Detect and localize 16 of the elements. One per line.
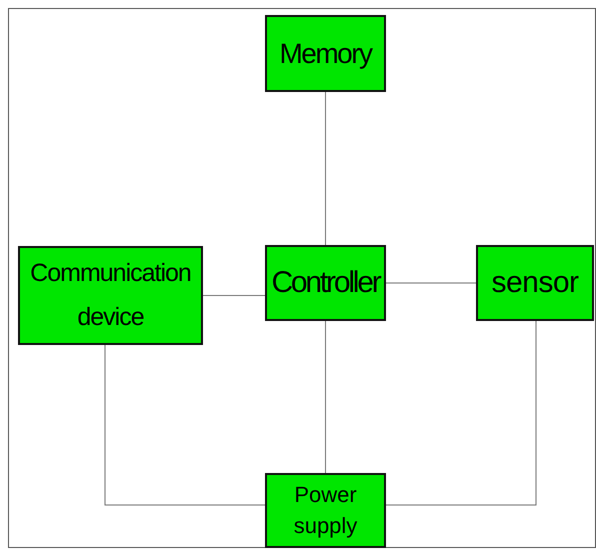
box-label: Memory bbox=[278, 36, 374, 70]
connector-line bbox=[386, 320, 536, 506]
box-label: Power supply bbox=[292, 480, 358, 540]
component-box bbox=[265, 15, 386, 92]
connector-line bbox=[202, 295, 266, 296]
component-box bbox=[18, 246, 203, 345]
connector-line bbox=[104, 344, 266, 506]
component-box bbox=[476, 245, 594, 321]
connector-line bbox=[386, 282, 476, 284]
connector-line bbox=[325, 320, 326, 474]
component-box bbox=[265, 473, 386, 548]
connector-line bbox=[325, 92, 326, 246]
box-label: sensor bbox=[490, 265, 580, 301]
box-label: Controller bbox=[270, 265, 382, 301]
box-label: Communication device bbox=[29, 258, 192, 332]
component-box bbox=[265, 245, 386, 321]
